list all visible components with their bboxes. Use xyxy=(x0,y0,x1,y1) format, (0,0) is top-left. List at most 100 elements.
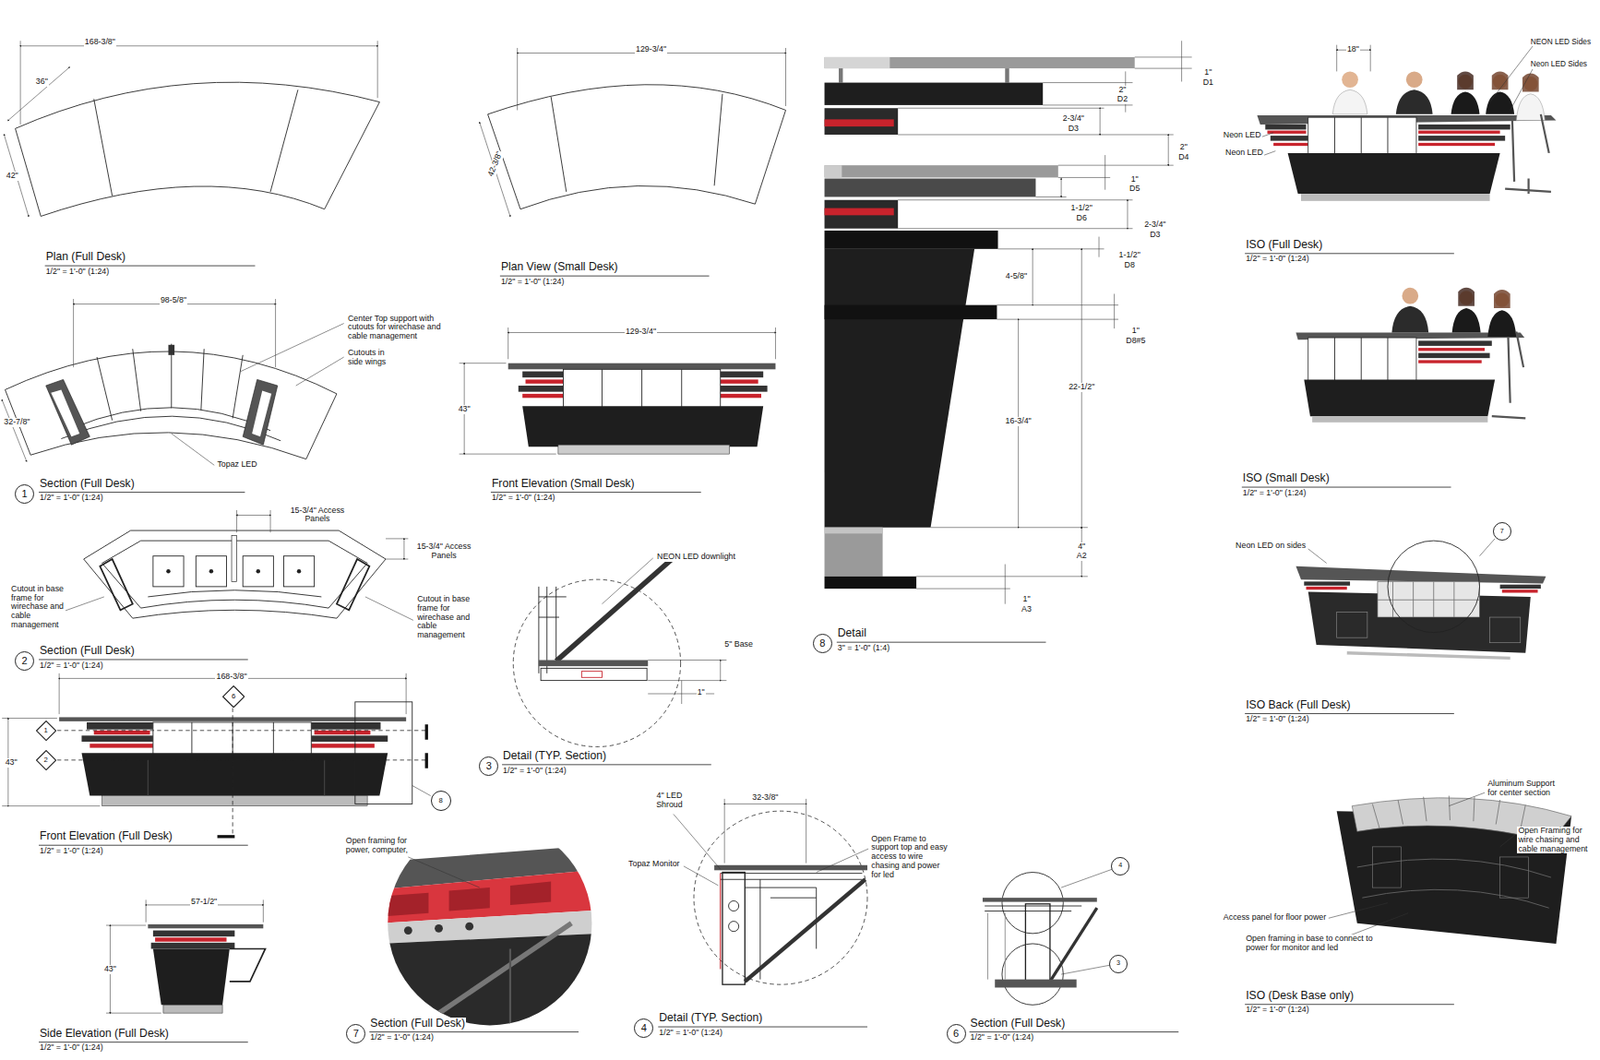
section-7-render xyxy=(377,933,602,1031)
view-title: ISO Back (Full Desk) xyxy=(1244,699,1351,713)
detail-8-section xyxy=(1104,155,1106,191)
detail-3 xyxy=(538,659,648,667)
scale-note: 1/2" = 1'-0" (1:24) xyxy=(38,1043,105,1053)
detail-8-section xyxy=(838,68,843,83)
detail-3 xyxy=(556,556,676,662)
note: Open framing in base to connect to power… xyxy=(1244,934,1374,954)
iso-full-desk xyxy=(1332,89,1368,115)
dimension: 18" xyxy=(1346,45,1361,55)
detail-8-section xyxy=(1032,249,1034,306)
plan-small-desk xyxy=(517,47,787,110)
dimension: 36" xyxy=(35,77,49,87)
section-1-plan xyxy=(5,351,337,460)
section-1-plan xyxy=(50,389,272,437)
section-7-render xyxy=(387,948,511,1026)
section-2-plan xyxy=(256,569,261,574)
iso-small-desk xyxy=(1492,331,1526,418)
detail-4 xyxy=(728,921,740,932)
section-marker: 6 xyxy=(222,685,245,708)
detail-8-section xyxy=(897,57,1192,589)
iso-full-desk xyxy=(1273,143,1309,146)
section-2-plan xyxy=(99,559,370,610)
plan-small-desk xyxy=(479,47,787,216)
plan-full-desk xyxy=(94,89,299,196)
section-7-render xyxy=(428,923,572,1021)
detail-4 xyxy=(724,803,806,805)
detail-4 xyxy=(693,811,868,985)
section-6 xyxy=(1002,872,1063,934)
dimension: 129-3/4" xyxy=(624,327,657,337)
detail-3 xyxy=(601,558,727,705)
note: Center Top support with cutouts for wire… xyxy=(346,314,443,343)
dimension: D6 xyxy=(1075,214,1088,224)
view-title: Section (Full Desk) xyxy=(969,1017,1067,1031)
section-2-plan xyxy=(283,556,314,587)
front-elevation-full xyxy=(147,760,324,797)
iso-back-full-desk xyxy=(1502,589,1539,593)
detail-4 xyxy=(720,873,863,881)
dimension: 43" xyxy=(4,758,19,768)
callout-number: 2 xyxy=(21,656,27,667)
callout-circle: 4 xyxy=(1110,857,1130,876)
scale-note: 1/2" = 1'-0" (1:24) xyxy=(45,267,111,277)
iso-full-desk xyxy=(1256,45,1556,202)
dimension: 32-3/8" xyxy=(751,793,779,803)
callout-number: 7 xyxy=(1500,528,1505,536)
dimension: 16-3/4" xyxy=(1004,417,1033,427)
scale-note: 1/2" = 1'-0" (1:24) xyxy=(1244,254,1311,264)
callout-number: 4 xyxy=(1118,862,1123,870)
front-elevation-small xyxy=(720,385,768,393)
iso-back-full-desk xyxy=(1303,581,1350,586)
section-2-plan xyxy=(60,510,414,621)
detail-3 xyxy=(581,671,602,679)
dimension: D3 xyxy=(1148,230,1161,240)
note: Access panel for floor power xyxy=(1222,913,1327,923)
scale-note: 1/2" = 1'-0" (1:24) xyxy=(500,277,566,287)
diamond-outline xyxy=(35,720,56,741)
callout-number: 8 xyxy=(819,638,825,649)
detail-8-section xyxy=(824,107,899,135)
front-elevation-small xyxy=(720,394,762,398)
callout-number: 3 xyxy=(1116,960,1121,968)
detail-4 xyxy=(673,799,869,886)
section-2-plan xyxy=(209,569,214,574)
front-elevation-full xyxy=(1,673,406,807)
side-elevation xyxy=(153,948,230,1005)
section-1-plan xyxy=(1,400,27,462)
scale-note: 1/2" = 1'-0" (1:24) xyxy=(501,766,568,777)
callout-circle: 7 xyxy=(346,1024,366,1044)
iso-small-desk xyxy=(1493,289,1511,309)
iso-back-full-desk xyxy=(1377,581,1481,618)
iso-small-desk xyxy=(1418,347,1485,351)
plan-full-desk xyxy=(8,67,70,121)
detail-8-section xyxy=(1168,134,1170,166)
section-1-plan xyxy=(167,345,175,356)
dimension: 1" xyxy=(1131,326,1141,336)
scale-note: 1/2" = 1'-0" (1:24) xyxy=(38,661,105,671)
detail-4 xyxy=(714,865,868,872)
dimension: 1" xyxy=(1130,175,1140,185)
section-1-plan xyxy=(46,379,278,445)
detail-3 xyxy=(513,579,681,747)
iso-back-full-desk xyxy=(1295,566,1546,585)
section-2-plan xyxy=(83,530,386,619)
detail-8-section xyxy=(824,165,843,178)
iso-small-desk xyxy=(1308,337,1417,386)
section-6 xyxy=(1050,907,1098,982)
front-elevation-full xyxy=(310,735,388,742)
dimension: D5 xyxy=(1128,184,1141,194)
section-7-render xyxy=(404,926,413,935)
front-elevation-small xyxy=(720,379,759,383)
detail-8-section xyxy=(824,57,891,69)
note: Open framing for power, computer, xyxy=(345,836,434,856)
plan-small-desk xyxy=(550,94,723,192)
dimension: 4-5/8" xyxy=(1004,272,1028,282)
front-elevation-full xyxy=(412,786,431,797)
note: 15-3/4" Access Panels xyxy=(285,506,351,526)
section-2-plan xyxy=(242,556,274,587)
front-elevation-small xyxy=(558,444,730,454)
iso-small-desk xyxy=(1457,287,1475,307)
detail-4 xyxy=(728,900,740,911)
detail-8-section xyxy=(1099,107,1101,135)
iso-small-desk xyxy=(1452,308,1481,334)
